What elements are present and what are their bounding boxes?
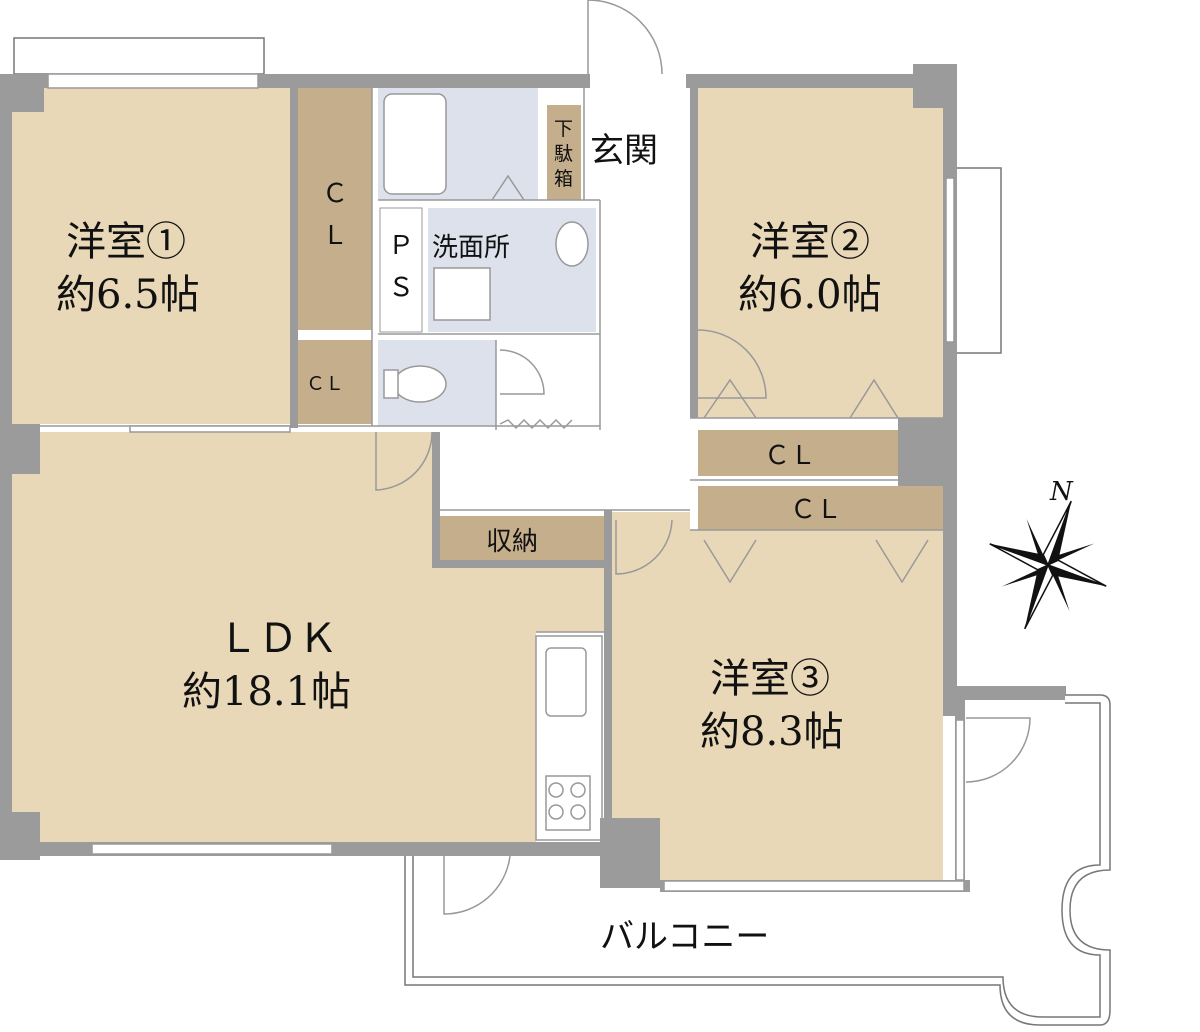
room-ldk-name: ＬＤＫ xyxy=(218,616,338,662)
storage-label: 収納 xyxy=(486,527,538,557)
room-western-2 xyxy=(698,88,943,418)
pipe-shaft xyxy=(379,207,423,333)
compass-north-label: N xyxy=(1049,477,1074,507)
bathtub-icon xyxy=(383,93,447,195)
room-ldk xyxy=(12,432,604,842)
room-western-2-name: 洋室② xyxy=(750,219,870,265)
closet-small-label: ＣＬ xyxy=(306,373,344,395)
stove-icon xyxy=(545,775,591,831)
entrance-label: 玄関 xyxy=(590,131,658,171)
storage-closet xyxy=(440,516,604,560)
closet-small xyxy=(298,340,372,424)
room-western-1 xyxy=(12,88,290,424)
shoe-box-label-2: 駄 xyxy=(554,143,573,165)
room-western-3-name: 洋室③ xyxy=(710,656,830,702)
shoe-box-label-1: 下 xyxy=(554,118,573,140)
stove-burner-icon xyxy=(548,804,564,820)
stove-burner-icon xyxy=(570,804,586,820)
interior-lines xyxy=(12,88,943,633)
sink-icon xyxy=(545,647,587,717)
washroom-label: 洗面所 xyxy=(432,233,510,263)
toilet-icon xyxy=(393,365,447,403)
stove-burner-icon xyxy=(548,782,564,798)
closet-upper xyxy=(698,430,898,476)
closet-upper-label: ＣＬ xyxy=(764,441,816,471)
toilet-tank-icon xyxy=(383,369,399,399)
windows xyxy=(47,73,965,892)
closet-vertical xyxy=(298,88,372,330)
pipe-shaft-label-2: Ｓ xyxy=(388,273,414,303)
room-ldk-size: 約18.1帖 xyxy=(182,669,351,715)
closet-vertical-label-1: Ｃ xyxy=(322,179,348,209)
stove-burner-icon xyxy=(570,782,586,798)
room-western-3 xyxy=(612,512,943,880)
room-western-1-size: 約6.5帖 xyxy=(56,272,200,318)
closet-lower-label: ＣＬ xyxy=(790,495,842,525)
shoe-box xyxy=(547,105,581,200)
kitchen-counter xyxy=(535,635,603,841)
room-western-3-size: 約8.3帖 xyxy=(700,709,844,755)
compass-icon xyxy=(989,500,1107,630)
balcony-label: バルコニー xyxy=(600,917,769,957)
pipe-shaft-label-1: Ｐ xyxy=(388,231,414,261)
door-swings xyxy=(375,0,1031,915)
room-western-1-name: 洋室① xyxy=(66,219,186,265)
closet-lower xyxy=(698,486,943,530)
washing-pan-icon xyxy=(433,267,491,321)
room-western-2-size: 約6.0帖 xyxy=(738,272,882,318)
washbasin-icon xyxy=(555,221,589,267)
shoe-box-label-3: 箱 xyxy=(554,168,573,190)
closet-vertical-label-2: Ｌ xyxy=(322,221,348,251)
